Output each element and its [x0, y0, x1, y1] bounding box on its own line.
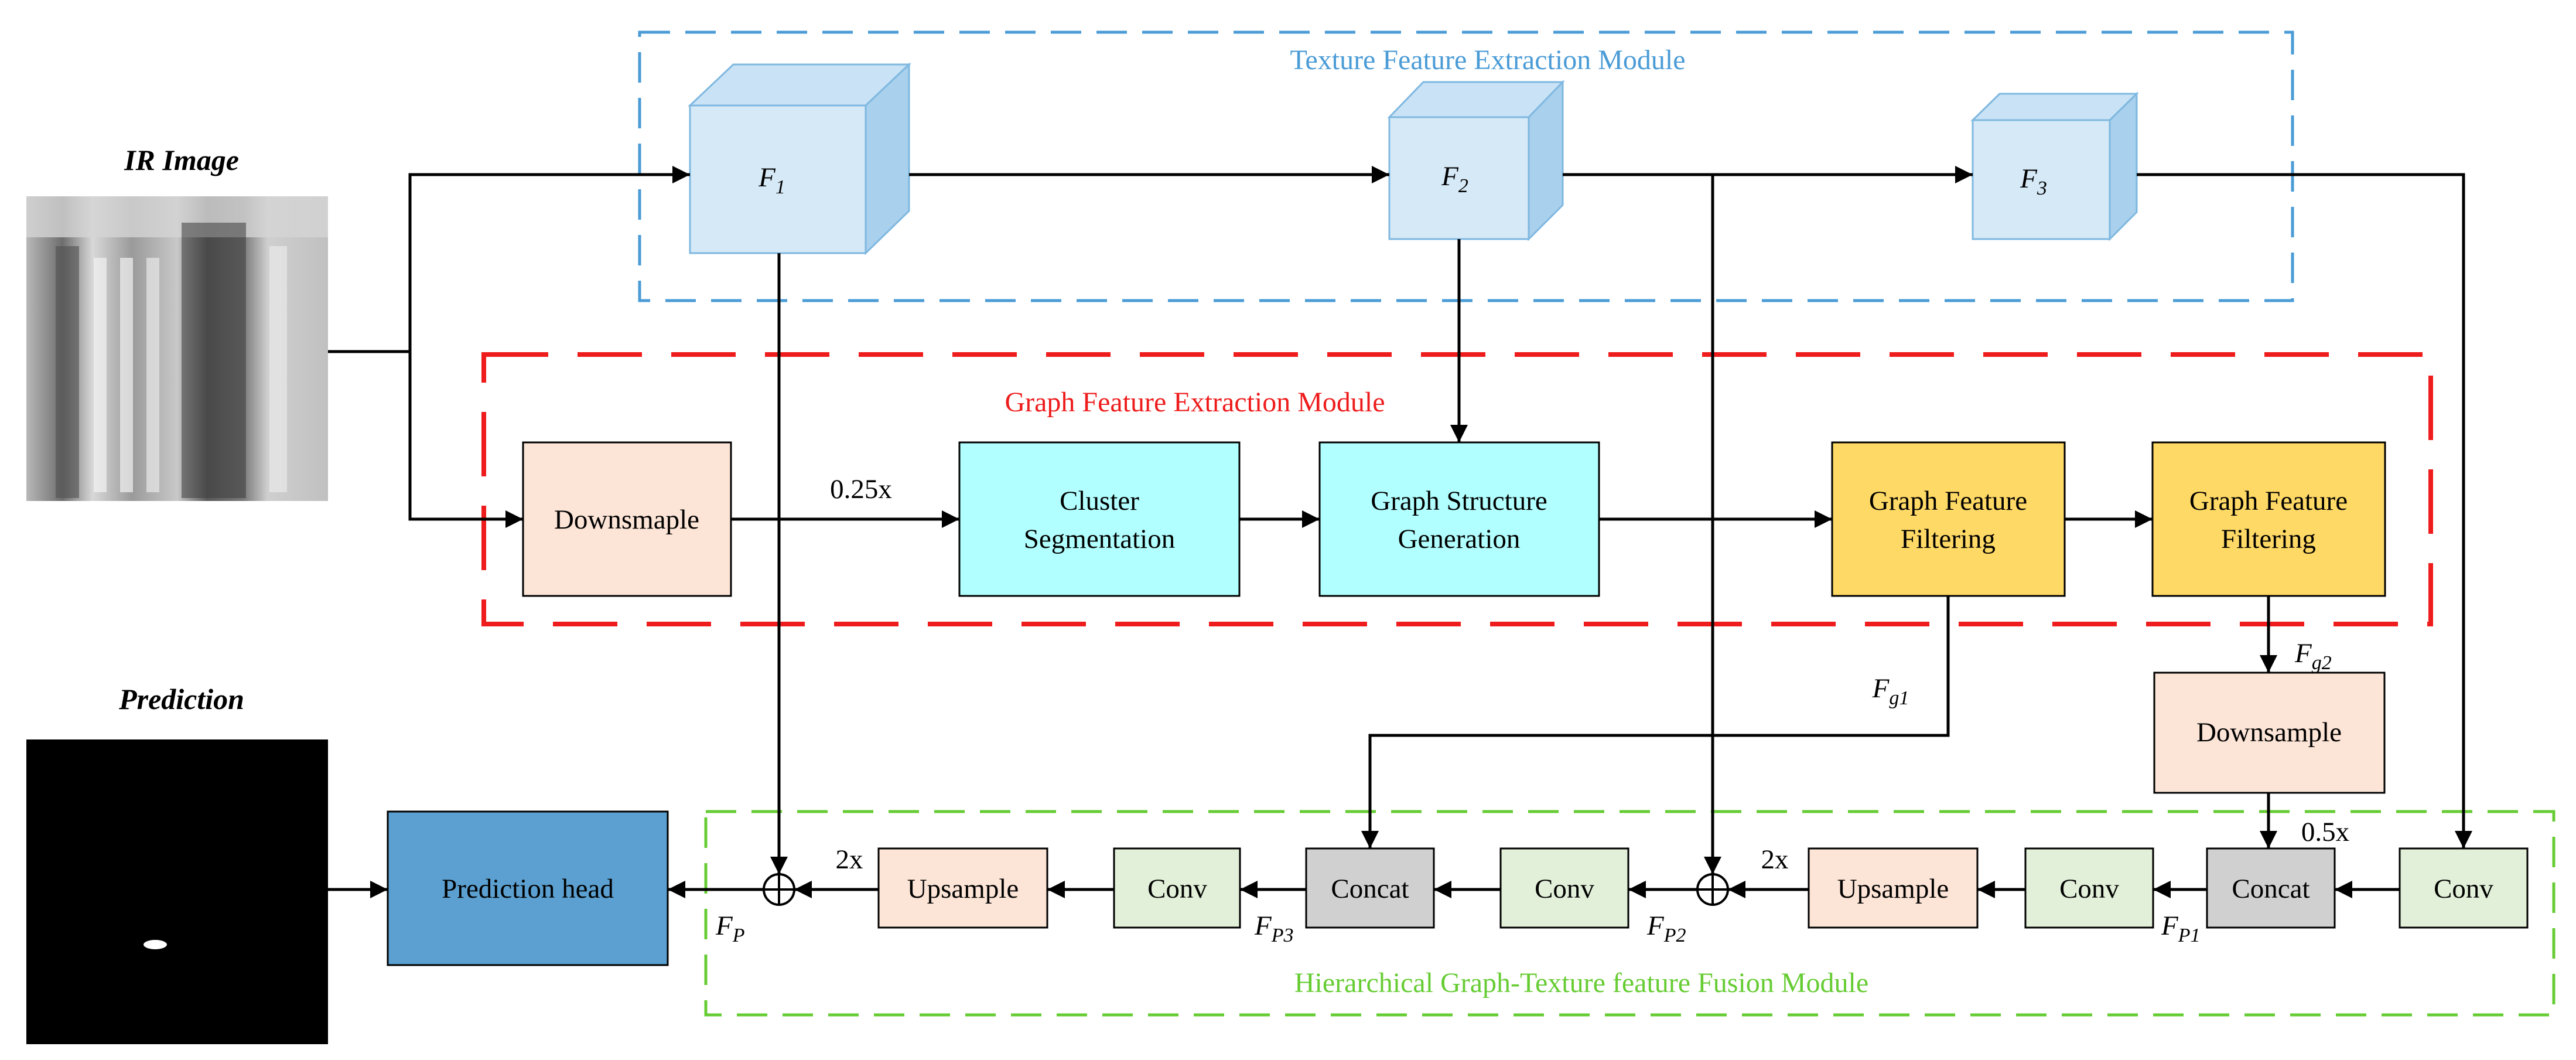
- fp-label: F: [715, 911, 733, 941]
- fp3-label: F: [1254, 911, 1272, 941]
- fp2-subscript: P2: [1663, 925, 1686, 946]
- svg-text:F2: F2: [1441, 161, 1468, 197]
- f1-label: F: [758, 162, 776, 193]
- f2-subscript: 2: [1458, 175, 1468, 197]
- texture-module-frame: [638, 30, 2294, 302]
- svg-text:Prediction head: Prediction head: [442, 874, 614, 904]
- svg-text:Graph Feature: Graph Feature: [1869, 486, 2027, 516]
- prediction-title: Prediction: [118, 683, 244, 715]
- svg-text:FP1: FP1: [2161, 911, 2201, 946]
- graph-module-frame: [481, 352, 2433, 626]
- cluster-segmentation-block: Cluster Segmentation: [958, 441, 1241, 597]
- upsample-block-right: Upsample: [1808, 847, 1979, 929]
- ir-image: [26, 196, 328, 501]
- sum-node-left: [763, 873, 795, 906]
- scale-label-half: 0.5x: [2301, 817, 2349, 847]
- graph-structure-generation-block: Graph Structure Generation: [1318, 441, 1600, 597]
- graph-feature-filtering-block-1: Graph Feature Filtering: [1831, 441, 2066, 597]
- fp2-label: F: [1646, 911, 1665, 941]
- texture-module-title: Texture Feature Extraction Module: [1290, 45, 1685, 76]
- arrow-ir-to-downsample: [408, 352, 523, 528]
- svg-text:Conv: Conv: [1535, 874, 1594, 904]
- downsample-block-fusion: Downsample: [2153, 672, 2386, 794]
- connectors: [328, 166, 2472, 898]
- concat-block-right: Concat: [2206, 847, 2336, 929]
- conv-block-1: Conv: [1113, 847, 1241, 929]
- upsample-block-left: Upsample: [877, 847, 1048, 929]
- ir-image-title: IR Image: [124, 144, 239, 176]
- svg-text:FP3: FP3: [1254, 911, 1294, 946]
- fp1-subscript: P1: [2178, 925, 2201, 946]
- conv-block-3: Conv: [2024, 847, 2154, 929]
- svg-text:Generation: Generation: [1398, 524, 1521, 554]
- svg-text:Filtering: Filtering: [1901, 524, 1996, 554]
- f1-subscript: 1: [775, 176, 785, 198]
- f3-subscript: 3: [2037, 178, 2047, 199]
- svg-text:Concat: Concat: [2232, 874, 2309, 904]
- fusion-module-frame: [704, 810, 2555, 1017]
- svg-text:Downsample: Downsample: [2196, 717, 2342, 748]
- svg-text:Conv: Conv: [2059, 874, 2119, 904]
- svg-text:Conv: Conv: [2434, 874, 2493, 904]
- svg-text:Downsmaple: Downsmaple: [554, 505, 699, 535]
- svg-text:Upsample: Upsample: [1837, 874, 1949, 904]
- svg-text:FP2: FP2: [1646, 911, 1686, 946]
- svg-text:F1: F1: [758, 162, 785, 198]
- svg-text:Filtering: Filtering: [2221, 524, 2316, 554]
- sum-node-right: [1696, 873, 1729, 906]
- svg-text:Concat: Concat: [1331, 874, 1409, 904]
- graph-module-title: Graph Feature Extraction Module: [1005, 387, 1385, 418]
- concat-block-left: Concat: [1305, 847, 1435, 929]
- svg-text:Segmentation: Segmentation: [1024, 524, 1175, 554]
- fp3-subscript: P3: [1271, 925, 1294, 946]
- svg-text:F3: F3: [2020, 163, 2047, 199]
- scale-label-quarter: 0.25x: [830, 474, 892, 505]
- f2-label: F: [1441, 161, 1459, 192]
- fg2-subscript: g2: [2312, 652, 2332, 674]
- fg1-label: F: [1872, 673, 1890, 704]
- fp1-label: F: [2161, 911, 2179, 941]
- downsample-block-graph: Downsmaple: [522, 441, 732, 597]
- cube-f1: F1: [688, 62, 911, 255]
- scale-label-up-left: 2x: [836, 844, 863, 875]
- svg-text:Fg1: Fg1: [1872, 673, 1909, 709]
- graph-feature-filtering-block-2: Graph Feature Filtering: [2151, 441, 2386, 597]
- svg-text:Cluster: Cluster: [1060, 486, 1139, 516]
- fp-subscript: P: [732, 925, 745, 946]
- svg-text:FP: FP: [715, 911, 745, 946]
- fusion-module-title: Hierarchical Graph-Texture feature Fusio…: [1294, 967, 1868, 998]
- arrow-f3-to-conv: [2137, 173, 2472, 848]
- svg-text:Conv: Conv: [1147, 874, 1207, 904]
- svg-text:Graph Feature: Graph Feature: [2189, 486, 2348, 516]
- prediction-head-block: Prediction head: [387, 810, 669, 966]
- svg-text:Upsample: Upsample: [907, 874, 1019, 904]
- svg-text:Fg2: Fg2: [2294, 638, 2332, 674]
- cube-f3: F3: [1970, 91, 2139, 241]
- cube-f2: F2: [1387, 80, 1565, 241]
- prediction-image: [26, 739, 328, 1044]
- fg2-label: F: [2294, 638, 2312, 669]
- conv-block-4: Conv: [2399, 847, 2529, 929]
- svg-text:Graph Structure: Graph Structure: [1371, 486, 1547, 516]
- fg1-subscript: g1: [1889, 687, 1909, 709]
- scale-label-up-right: 2x: [1761, 844, 1789, 875]
- arrow-ir-to-f1: [328, 166, 690, 353]
- f3-label: F: [2020, 163, 2038, 194]
- conv-block-2: Conv: [1499, 847, 1629, 929]
- arrow-filter1-to-concat: [1361, 596, 1950, 848]
